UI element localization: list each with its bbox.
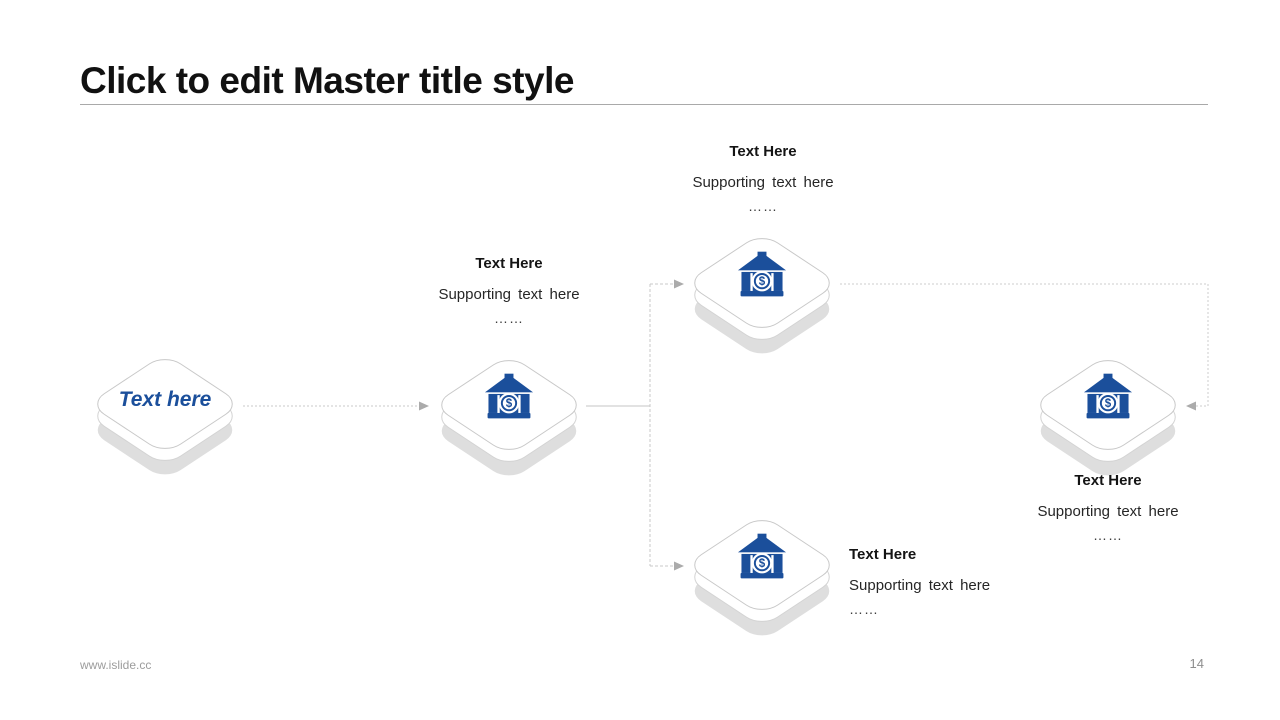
node-title[interactable]: Text Here [475, 255, 543, 272]
node-ellipsis: …… [849, 601, 879, 617]
bank-dollar-icon [484, 373, 534, 419]
node-subtitle[interactable]: Supporting text here [692, 174, 834, 191]
node-subtitle[interactable]: Supporting text here [1037, 503, 1179, 520]
right-node-text-block: Text Here Supporting text here …… [1008, 472, 1208, 543]
arrowhead-into-top-node-icon [674, 279, 684, 289]
page-number: 14 [1189, 656, 1204, 671]
node-subtitle[interactable]: Supporting text here [438, 286, 580, 303]
node-subtitle[interactable]: Supporting text here [849, 577, 991, 594]
node-title[interactable]: Text Here [729, 143, 797, 160]
bank-dollar-icon [737, 251, 787, 297]
footer-website-link[interactable]: www.islide.cc [80, 658, 152, 672]
node-title[interactable]: Text Here [1074, 472, 1142, 489]
top-node-text-block: Text Here Supporting text here …… [663, 143, 863, 214]
arrowhead-into-hub-icon [419, 401, 429, 411]
start-node-tile[interactable] [85, 351, 245, 501]
arrowhead-into-bottom-node-icon [674, 561, 684, 571]
start-node-label[interactable]: Text here [118, 388, 212, 411]
node-ellipsis: …… [748, 198, 778, 214]
connector-top-to-right-loop [840, 283, 1209, 407]
bottom-node-text-block: Text Here Supporting text here …… [849, 546, 1079, 617]
title-divider-line [80, 104, 1208, 105]
node-ellipsis: …… [494, 310, 524, 326]
node-ellipsis: …… [1093, 527, 1123, 543]
bank-dollar-icon [737, 533, 787, 579]
bank-dollar-icon [1083, 373, 1133, 419]
node-title[interactable]: Text Here [849, 546, 917, 563]
arrowhead-into-right-node-icon [1186, 401, 1196, 411]
page-title: Click to edit Master title style [80, 60, 574, 101]
hub-node-text-block: Text Here Supporting text here …… [409, 255, 609, 326]
